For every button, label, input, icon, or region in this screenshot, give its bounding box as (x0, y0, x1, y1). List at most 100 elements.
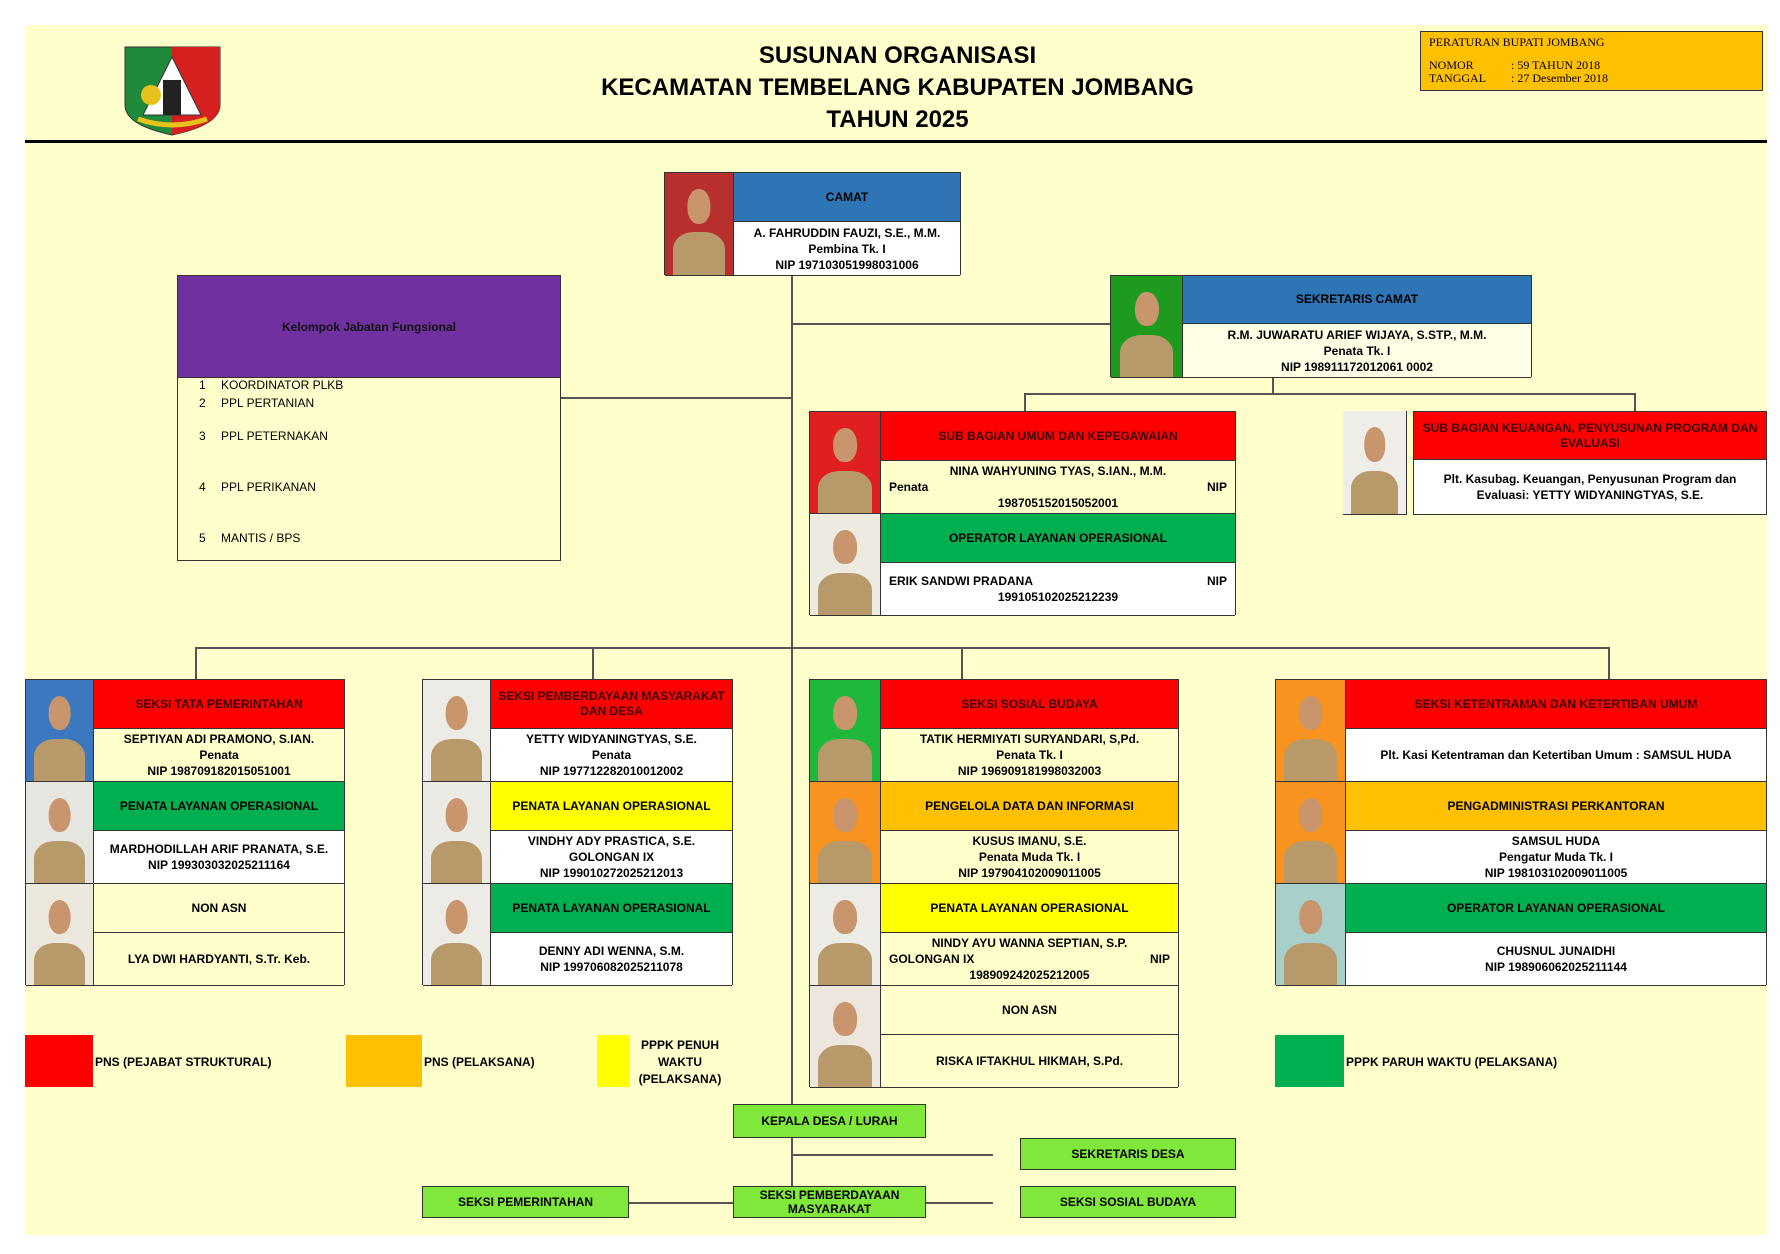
connector-line (1272, 377, 1274, 393)
detail-line: RISKA IFTAKHUL HIKMAH, S.Pd. (935, 1054, 1124, 1068)
position-title: OPERATOR LAYANAN OPERASIONAL (1346, 884, 1766, 933)
photo-body (1284, 942, 1337, 985)
legend-label: PPPK PENUH WAKTU (PELAKSANA) (638, 1038, 722, 1086)
detail-line: 198705152015052001 (997, 496, 1119, 510)
photo-head (48, 696, 71, 731)
photo-head (833, 1002, 857, 1037)
photo-body (1284, 738, 1337, 781)
connector-line (1024, 393, 1026, 411)
detail-line: NIP 196909181998032003 (957, 764, 1102, 778)
position-title: SUB BAGIAN KEUANGAN, PENYUSUNAN PROGRAM … (1413, 411, 1767, 460)
item-label: PPL PERTANIAN (221, 396, 315, 410)
detail-line: VINDHY ADY PRASTICA, S.E. (527, 834, 696, 848)
photo-head (833, 530, 857, 565)
tanggal-label: TANGGAL (1429, 71, 1487, 85)
staff-details: LYA DWI HARDYANTI, S.Tr. Keb. (94, 933, 344, 986)
staff-photo (1343, 411, 1407, 515)
photo-body (431, 942, 482, 985)
position-title: OPERATOR LAYANAN OPERASIONAL (881, 514, 1235, 563)
kepala-desa-box: KEPALA DESA / LURAH (733, 1104, 926, 1138)
detail-line: Penata Muda Tk. I (978, 850, 1081, 864)
position-title: CAMAT (734, 173, 960, 222)
legend-label: PPPK PARUH WAKTU (PELAKSANA) (1346, 1055, 1558, 1069)
item-number: 2 (199, 396, 206, 410)
photo-head (1363, 427, 1386, 463)
detail-left: GOLONGAN IX (889, 952, 975, 966)
legend-swatch (1275, 1035, 1344, 1087)
detail-line: TATIK HERMIYATI SURYANDARI, S,Pd. (919, 732, 1140, 746)
staff-photo (26, 884, 94, 986)
connector-line (561, 397, 791, 399)
page-title-line-2: KECAMATAN TEMBELANG KABUPATEN JOMBANG (601, 74, 1194, 101)
position-title: NON ASN (881, 986, 1178, 1035)
legend-swatch (597, 1035, 630, 1087)
photo-body (1284, 840, 1337, 883)
photo-body (34, 942, 85, 985)
fungsional-header: Kelompok Jabatan Fungsional (178, 276, 560, 378)
detail-line: Penata Tk. I (1323, 343, 1391, 358)
connector-line (791, 275, 793, 1104)
item-number: 1 (199, 378, 206, 392)
detail-line: SAMSUL HUDA (1511, 834, 1601, 848)
legend-label: PNS (PELAKSANA) (424, 1055, 535, 1069)
photo-head (48, 798, 71, 833)
legend-swatch (25, 1035, 93, 1087)
tanggal-value: : 27 Desember 2018 (1511, 71, 1608, 85)
staff-photo (810, 782, 881, 884)
detail-line: 198909242025212005 (969, 968, 1090, 982)
staff-photo (810, 680, 881, 782)
legend-label: PNS (PEJABAT STRUKTURAL) (95, 1055, 272, 1069)
position-title: NON ASN (94, 884, 344, 933)
item-label: KOORDINATOR PLKB (221, 378, 344, 392)
connector-line (592, 647, 594, 679)
photo-body (1119, 334, 1174, 377)
connector-line (195, 647, 197, 679)
position-title: PENATA LAYANAN OPERASIONAL (491, 884, 732, 933)
staff-photo (810, 986, 881, 1088)
item-label: PPL PERIKANAN (221, 480, 316, 494)
detail-right: NIP (1206, 480, 1227, 494)
detail-line: NIP 198103102009011005 (1484, 866, 1628, 880)
detail-line: KUSUS IMANU, S.E. (972, 834, 1087, 848)
photo-head (48, 900, 71, 935)
detail-line: Pembina Tk. I (808, 241, 886, 256)
regulation-box: PERATURAN BUPATI JOMBANG NOMOR: 59 TAHUN… (1420, 31, 1763, 91)
staff-details: Plt. Kasi Ketentraman dan Ketertiban Umu… (1346, 729, 1766, 782)
staff-details: R.M. JUWARATU ARIEF WIJAYA, S.STP., M.M.… (1183, 324, 1531, 378)
staff-details: NINDY AYU WANNA SEPTIAN, S.P.GOLONGAN IX… (881, 933, 1178, 986)
connector-line (926, 1202, 993, 1204)
regulation-title: PERATURAN BUPATI JOMBANG (1429, 35, 1605, 49)
photo-body (34, 840, 85, 883)
connector-line (629, 1202, 733, 1204)
connector-line (961, 647, 963, 679)
detail-line: NIP 199706082025211078 (540, 960, 683, 974)
staff-details: RISKA IFTAKHUL HIKMAH, S.Pd. (881, 1035, 1178, 1088)
detail-line: Penata (199, 748, 239, 762)
photo-body (673, 232, 725, 275)
sekretaris-desa-box: SEKRETARIS DESA (1020, 1138, 1236, 1170)
photo-head (445, 798, 468, 833)
staff-photo (26, 782, 94, 884)
connector-line (195, 647, 1608, 649)
staff-photo (810, 514, 881, 616)
page-title-line-1: SUSUNAN ORGANISASI (758, 42, 1037, 69)
photo-body (818, 840, 872, 883)
detail-line: A. FAHRUDDIN FAUZI, S.E., M.M. (753, 225, 941, 240)
detail-line: NIP 197904102009011005 (958, 866, 1101, 880)
photo-body (818, 942, 872, 985)
photo-body (431, 738, 482, 781)
connector-line (791, 1138, 793, 1186)
connector-line (1634, 393, 1636, 411)
header-divider (25, 140, 1767, 143)
position-title: PENATA LAYANAN OPERASIONAL (94, 782, 344, 831)
position-title: SEKSI KETENTRAMAN DAN KETERTIBAN UMUM (1346, 680, 1766, 729)
detail-line: 199105102025212239 (997, 590, 1119, 604)
jombang-logo (123, 45, 222, 136)
